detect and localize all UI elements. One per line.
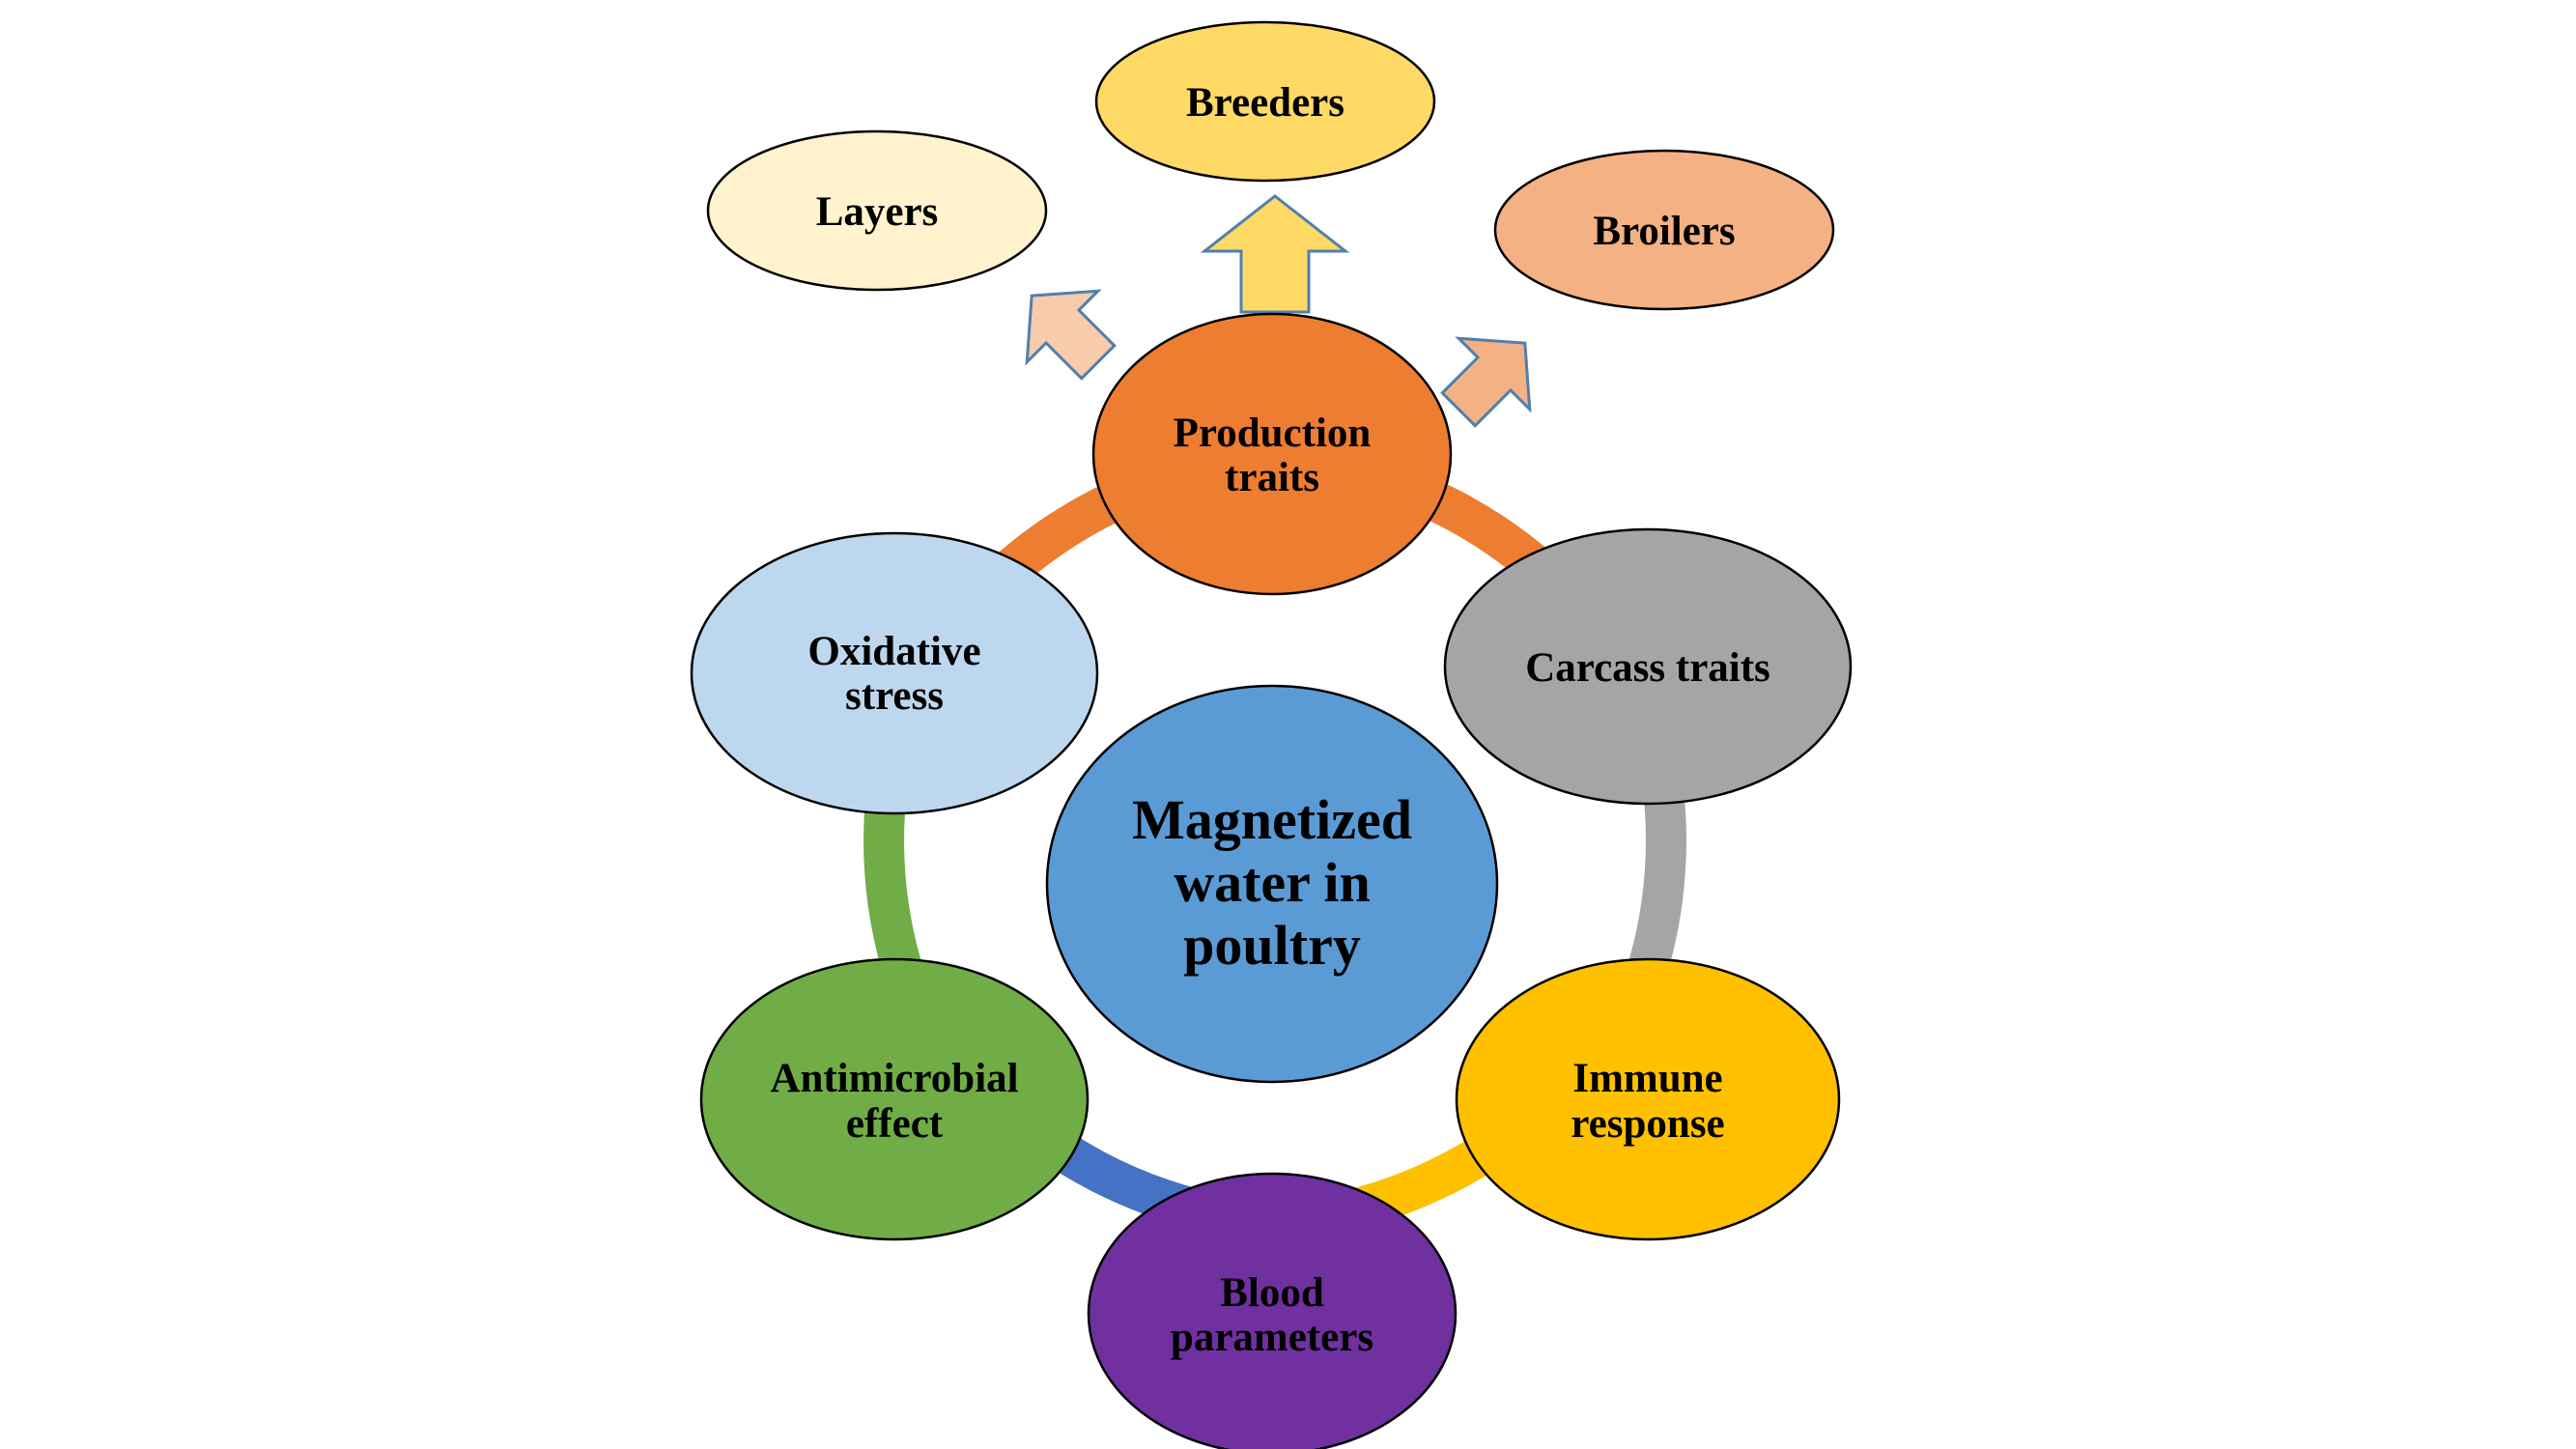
output-arrows bbox=[1025, 194, 1532, 428]
output-node-breeders: Breeders bbox=[1094, 20, 1436, 183]
breeders-ellipse bbox=[1094, 20, 1436, 183]
output-node-broilers: Broilers bbox=[1493, 149, 1835, 311]
node-blood-parameters: Blood parameters bbox=[1087, 1172, 1458, 1449]
blood-parameters-label: Blood bbox=[1220, 1270, 1324, 1316]
production-traits-label: Production bbox=[1174, 411, 1372, 456]
node-production-traits: Production traits bbox=[1091, 312, 1453, 596]
antimicrobial-effect-ellipse bbox=[699, 957, 1090, 1241]
center-label-line3: poultry bbox=[1183, 914, 1361, 977]
antimicrobial-effect-label: Antimicrobial bbox=[770, 1056, 1018, 1101]
antimicrobial-effect-label-line2: effect bbox=[846, 1101, 944, 1147]
broilers-label: Broilers bbox=[1593, 209, 1735, 254]
node-immune-response: Immune response bbox=[1455, 957, 1841, 1241]
immune-response-ellipse bbox=[1455, 957, 1841, 1241]
center-ellipse bbox=[1045, 684, 1499, 1084]
output-node-layers: Layers bbox=[706, 129, 1048, 292]
production-traits-label-line2: traits bbox=[1225, 455, 1319, 500]
node-oxidative-stress: Oxidative stress bbox=[690, 531, 1099, 815]
immune-response-label: Immune bbox=[1572, 1056, 1722, 1101]
layers-ellipse bbox=[706, 129, 1048, 292]
broilers-ellipse bbox=[1493, 149, 1835, 311]
center-label-line2: water in bbox=[1174, 851, 1371, 914]
center-label: Magnetized bbox=[1132, 788, 1412, 851]
center-node: Magnetized water in poultry bbox=[1045, 684, 1499, 1084]
node-antimicrobial-effect: Antimicrobial effect bbox=[699, 957, 1090, 1241]
carcass-traits-ellipse bbox=[1443, 527, 1853, 806]
arrow-to-layers bbox=[1025, 289, 1117, 381]
oxidative-stress-label-line2: stress bbox=[845, 673, 944, 719]
carcass-traits-label: Carcass traits bbox=[1525, 645, 1770, 691]
oxidative-stress-ellipse bbox=[690, 531, 1099, 815]
breeders-label: Breeders bbox=[1186, 80, 1345, 126]
immune-response-label-line2: response bbox=[1571, 1101, 1724, 1147]
blood-parameters-label-line2: parameters bbox=[1171, 1315, 1373, 1360]
layers-label: Layers bbox=[816, 189, 939, 235]
arrow-to-breeders bbox=[1200, 194, 1350, 314]
production-traits-ellipse bbox=[1091, 312, 1453, 596]
blood-parameters-ellipse bbox=[1087, 1172, 1458, 1449]
arrow-to-broilers bbox=[1440, 336, 1532, 428]
node-carcass-traits: Carcass traits bbox=[1443, 527, 1853, 806]
oxidative-stress-label: Oxidative bbox=[807, 629, 980, 674]
